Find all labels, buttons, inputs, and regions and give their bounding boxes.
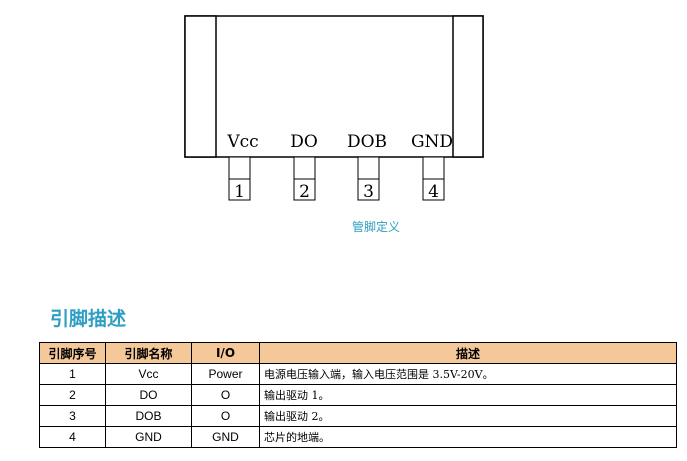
table-row: 3 DOB O 输出驱动 2。 xyxy=(39,405,677,427)
diagram-caption: 管脚定义 xyxy=(352,219,400,234)
header-pin-number: 引脚序号 xyxy=(39,342,106,364)
package-diagram: Vcc DO DOB GND 1 2 3 4 管脚定义 xyxy=(184,15,484,234)
table-header-row: 引脚序号 引脚名称 I/O 描述 xyxy=(39,342,677,364)
pin-number-3: 3 xyxy=(363,182,374,202)
cell-description: 芯片的地端。 xyxy=(259,426,677,448)
cell-io: O xyxy=(191,405,260,427)
table-row: 2 DO O 输出驱动 1。 xyxy=(39,384,677,406)
cell-pin-number: 1 xyxy=(39,363,106,385)
pin-label-do: DO xyxy=(290,132,318,152)
header-description: 描述 xyxy=(259,342,677,364)
cell-io: GND xyxy=(191,426,260,448)
cell-description: 输出驱动 2。 xyxy=(259,405,677,427)
cell-pin-name: DOB xyxy=(105,405,192,427)
cell-pin-name: Vcc xyxy=(105,363,192,385)
package-right-tab xyxy=(452,15,484,158)
cell-io: Power xyxy=(191,363,260,385)
table-row: 4 GND GND 芯片的地端。 xyxy=(39,426,677,448)
header-io: I/O xyxy=(191,342,260,364)
pin-label-vcc: Vcc xyxy=(226,132,258,152)
cell-pin-number: 2 xyxy=(39,384,106,406)
pin-lead-4 xyxy=(422,156,445,201)
pin-lead-2 xyxy=(293,156,316,201)
pin-description-table: 引脚序号 引脚名称 I/O 描述 1 Vcc Power 电源电压输入端，输入电… xyxy=(39,342,677,448)
cell-pin-name: DO xyxy=(105,384,192,406)
pin-lead-3 xyxy=(357,156,380,201)
header-pin-name: 引脚名称 xyxy=(105,342,192,364)
pin-number-1: 1 xyxy=(234,182,245,202)
table-row: 1 Vcc Power 电源电压输入端，输入电压范围是 3.5V-20V。 xyxy=(39,363,677,385)
package-body xyxy=(184,15,484,158)
cell-io: O xyxy=(191,384,260,406)
pin-number-4: 4 xyxy=(428,182,439,202)
package-left-tab xyxy=(184,15,217,158)
pin-number-2: 2 xyxy=(299,182,310,202)
pin-label-gnd: GND xyxy=(411,132,453,152)
pin-label-dob: DOB xyxy=(347,132,387,152)
cell-pin-number: 3 xyxy=(39,405,106,427)
pin-lead-1 xyxy=(228,156,251,201)
cell-description: 输出驱动 1。 xyxy=(259,384,677,406)
section-title: 引脚描述 xyxy=(50,308,127,330)
cell-pin-number: 4 xyxy=(39,426,106,448)
cell-pin-name: GND xyxy=(105,426,192,448)
cell-description: 电源电压输入端，输入电压范围是 3.5V-20V。 xyxy=(259,363,677,385)
